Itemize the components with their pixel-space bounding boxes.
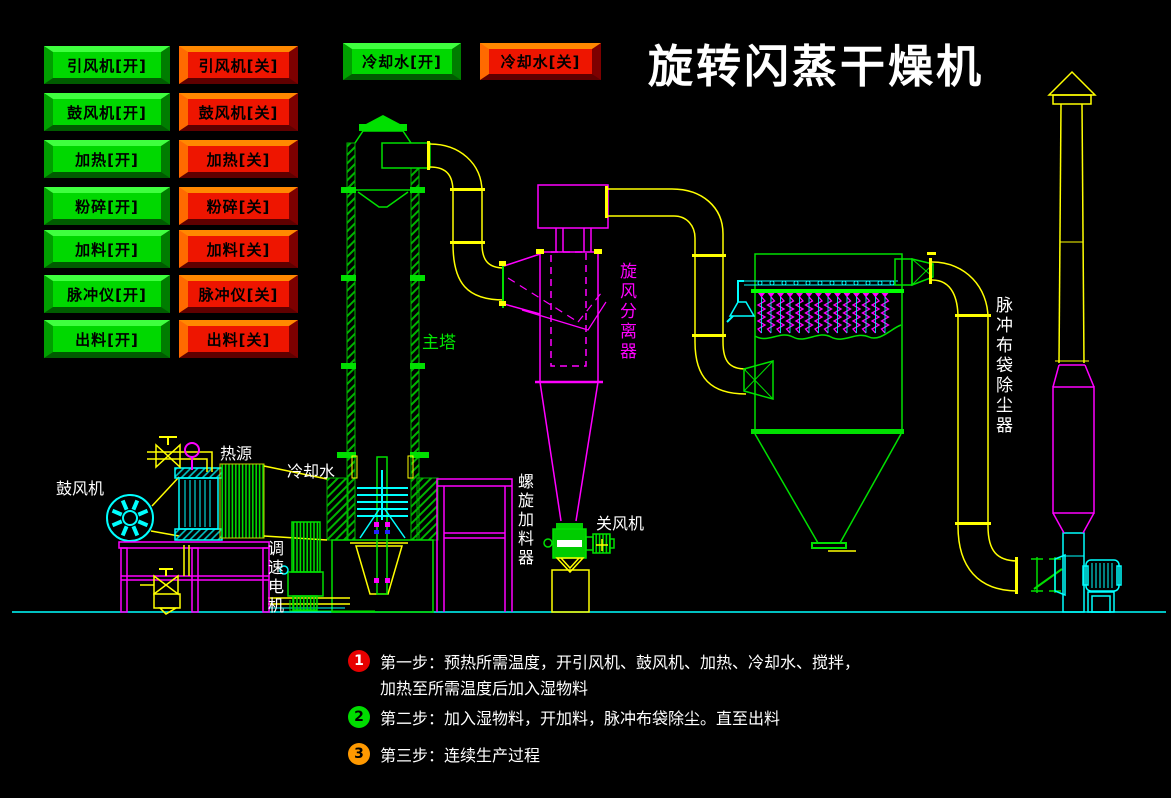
pulse-instrument-on-button[interactable]: 脉冲仪[开] xyxy=(44,275,170,313)
exhaust-fan-graphic xyxy=(1054,532,1122,613)
screw-feeder-label: 螺旋加料器 xyxy=(515,473,534,568)
crushing-off-button[interactable]: 粉碎[关] xyxy=(179,187,298,225)
step-1-line-1: 第一步：预热所需温度，开引风机、鼓风机、加热、冷却水、搅拌， xyxy=(380,653,861,672)
screw-feeder-frame-graphic xyxy=(436,478,513,612)
damper-graphic xyxy=(1031,557,1063,593)
discharge-on-button[interactable]: 出料[开] xyxy=(44,320,170,358)
induced-draft-fan-off-button[interactable]: 引风机[关] xyxy=(179,46,298,84)
crushing-on-button[interactable]: 粉碎[开] xyxy=(44,187,170,225)
step-1-line-2: 加热至所需温度后加入湿物料 xyxy=(380,679,589,698)
cooling-water-off-button[interactable]: 冷却水[关] xyxy=(480,43,601,80)
blower-label: 鼓风机 xyxy=(56,479,105,498)
cooling-water-label: 冷却水 xyxy=(287,462,336,481)
pulse-instrument-off-button[interactable]: 脉冲仪[关] xyxy=(179,275,298,313)
induced-draft-fan-on-button[interactable]: 引风机[开] xyxy=(44,46,170,84)
feeding-off-button[interactable]: 加料[关] xyxy=(179,230,298,268)
blower-on-button[interactable]: 鼓风机[开] xyxy=(44,93,170,131)
speed-motor-label: 调速电机 xyxy=(265,540,284,616)
blower-graphic xyxy=(106,494,154,542)
rotary-airlock-label: 关风机 xyxy=(596,514,645,533)
undertable-valve-graphic xyxy=(140,545,190,615)
cyclone-separator-graphic xyxy=(499,184,609,522)
support-table-graphic xyxy=(118,541,270,613)
cyclone-to-filter-duct xyxy=(605,186,747,395)
step-3-line-1: 第三步：连续生产过程 xyxy=(380,746,541,765)
filter-bags xyxy=(757,292,890,334)
exhaust-stack-graphic xyxy=(1047,70,1097,364)
heat-source-label: 热源 xyxy=(220,444,253,463)
step-3-badge: 3 xyxy=(348,743,370,765)
step-2-badge: 2 xyxy=(348,706,370,728)
step-1: 1 第一步：预热所需温度，开引风机、鼓风机、加热、冷却水、搅拌， 加热至所需温度… xyxy=(348,650,860,702)
cooling-water-on-button[interactable]: 冷却水[开] xyxy=(343,43,461,80)
page-title: 旋转闪蒸干燥机 xyxy=(648,40,985,93)
step-2: 2 第二步：加入湿物料，开加料，脉冲布袋除尘。直至出料 xyxy=(348,706,780,732)
feeding-on-button[interactable]: 加料[开] xyxy=(44,230,170,268)
bag-filter-graphic xyxy=(726,252,936,552)
heating-on-button[interactable]: 加热[开] xyxy=(44,140,170,178)
step-3: 3 第三步：连续生产过程 xyxy=(348,743,540,769)
filter-to-fan-duct xyxy=(929,258,1019,594)
blower-off-button[interactable]: 鼓风机[关] xyxy=(179,93,298,131)
rotary-airlock-graphic xyxy=(543,523,615,613)
main-tower-graphic xyxy=(268,115,439,613)
dust-collector-label: 脉冲布袋除尘器 xyxy=(992,296,1012,436)
step-1-badge: 1 xyxy=(348,650,370,672)
cyclone-separator-label: 旋风分离器 xyxy=(616,262,636,362)
silencer-graphic xyxy=(1052,364,1095,534)
speed-motor-graphic xyxy=(279,521,324,611)
step-2-line-1: 第二步：加入湿物料，开加料，脉冲布袋除尘。直至出料 xyxy=(380,709,781,728)
tower-to-cyclone-duct xyxy=(427,141,505,301)
heating-off-button[interactable]: 加热[关] xyxy=(179,140,298,178)
main-tower-label: 主塔 xyxy=(422,333,456,353)
heater-graphic xyxy=(147,436,328,541)
discharge-off-button[interactable]: 出料[关] xyxy=(179,320,298,358)
